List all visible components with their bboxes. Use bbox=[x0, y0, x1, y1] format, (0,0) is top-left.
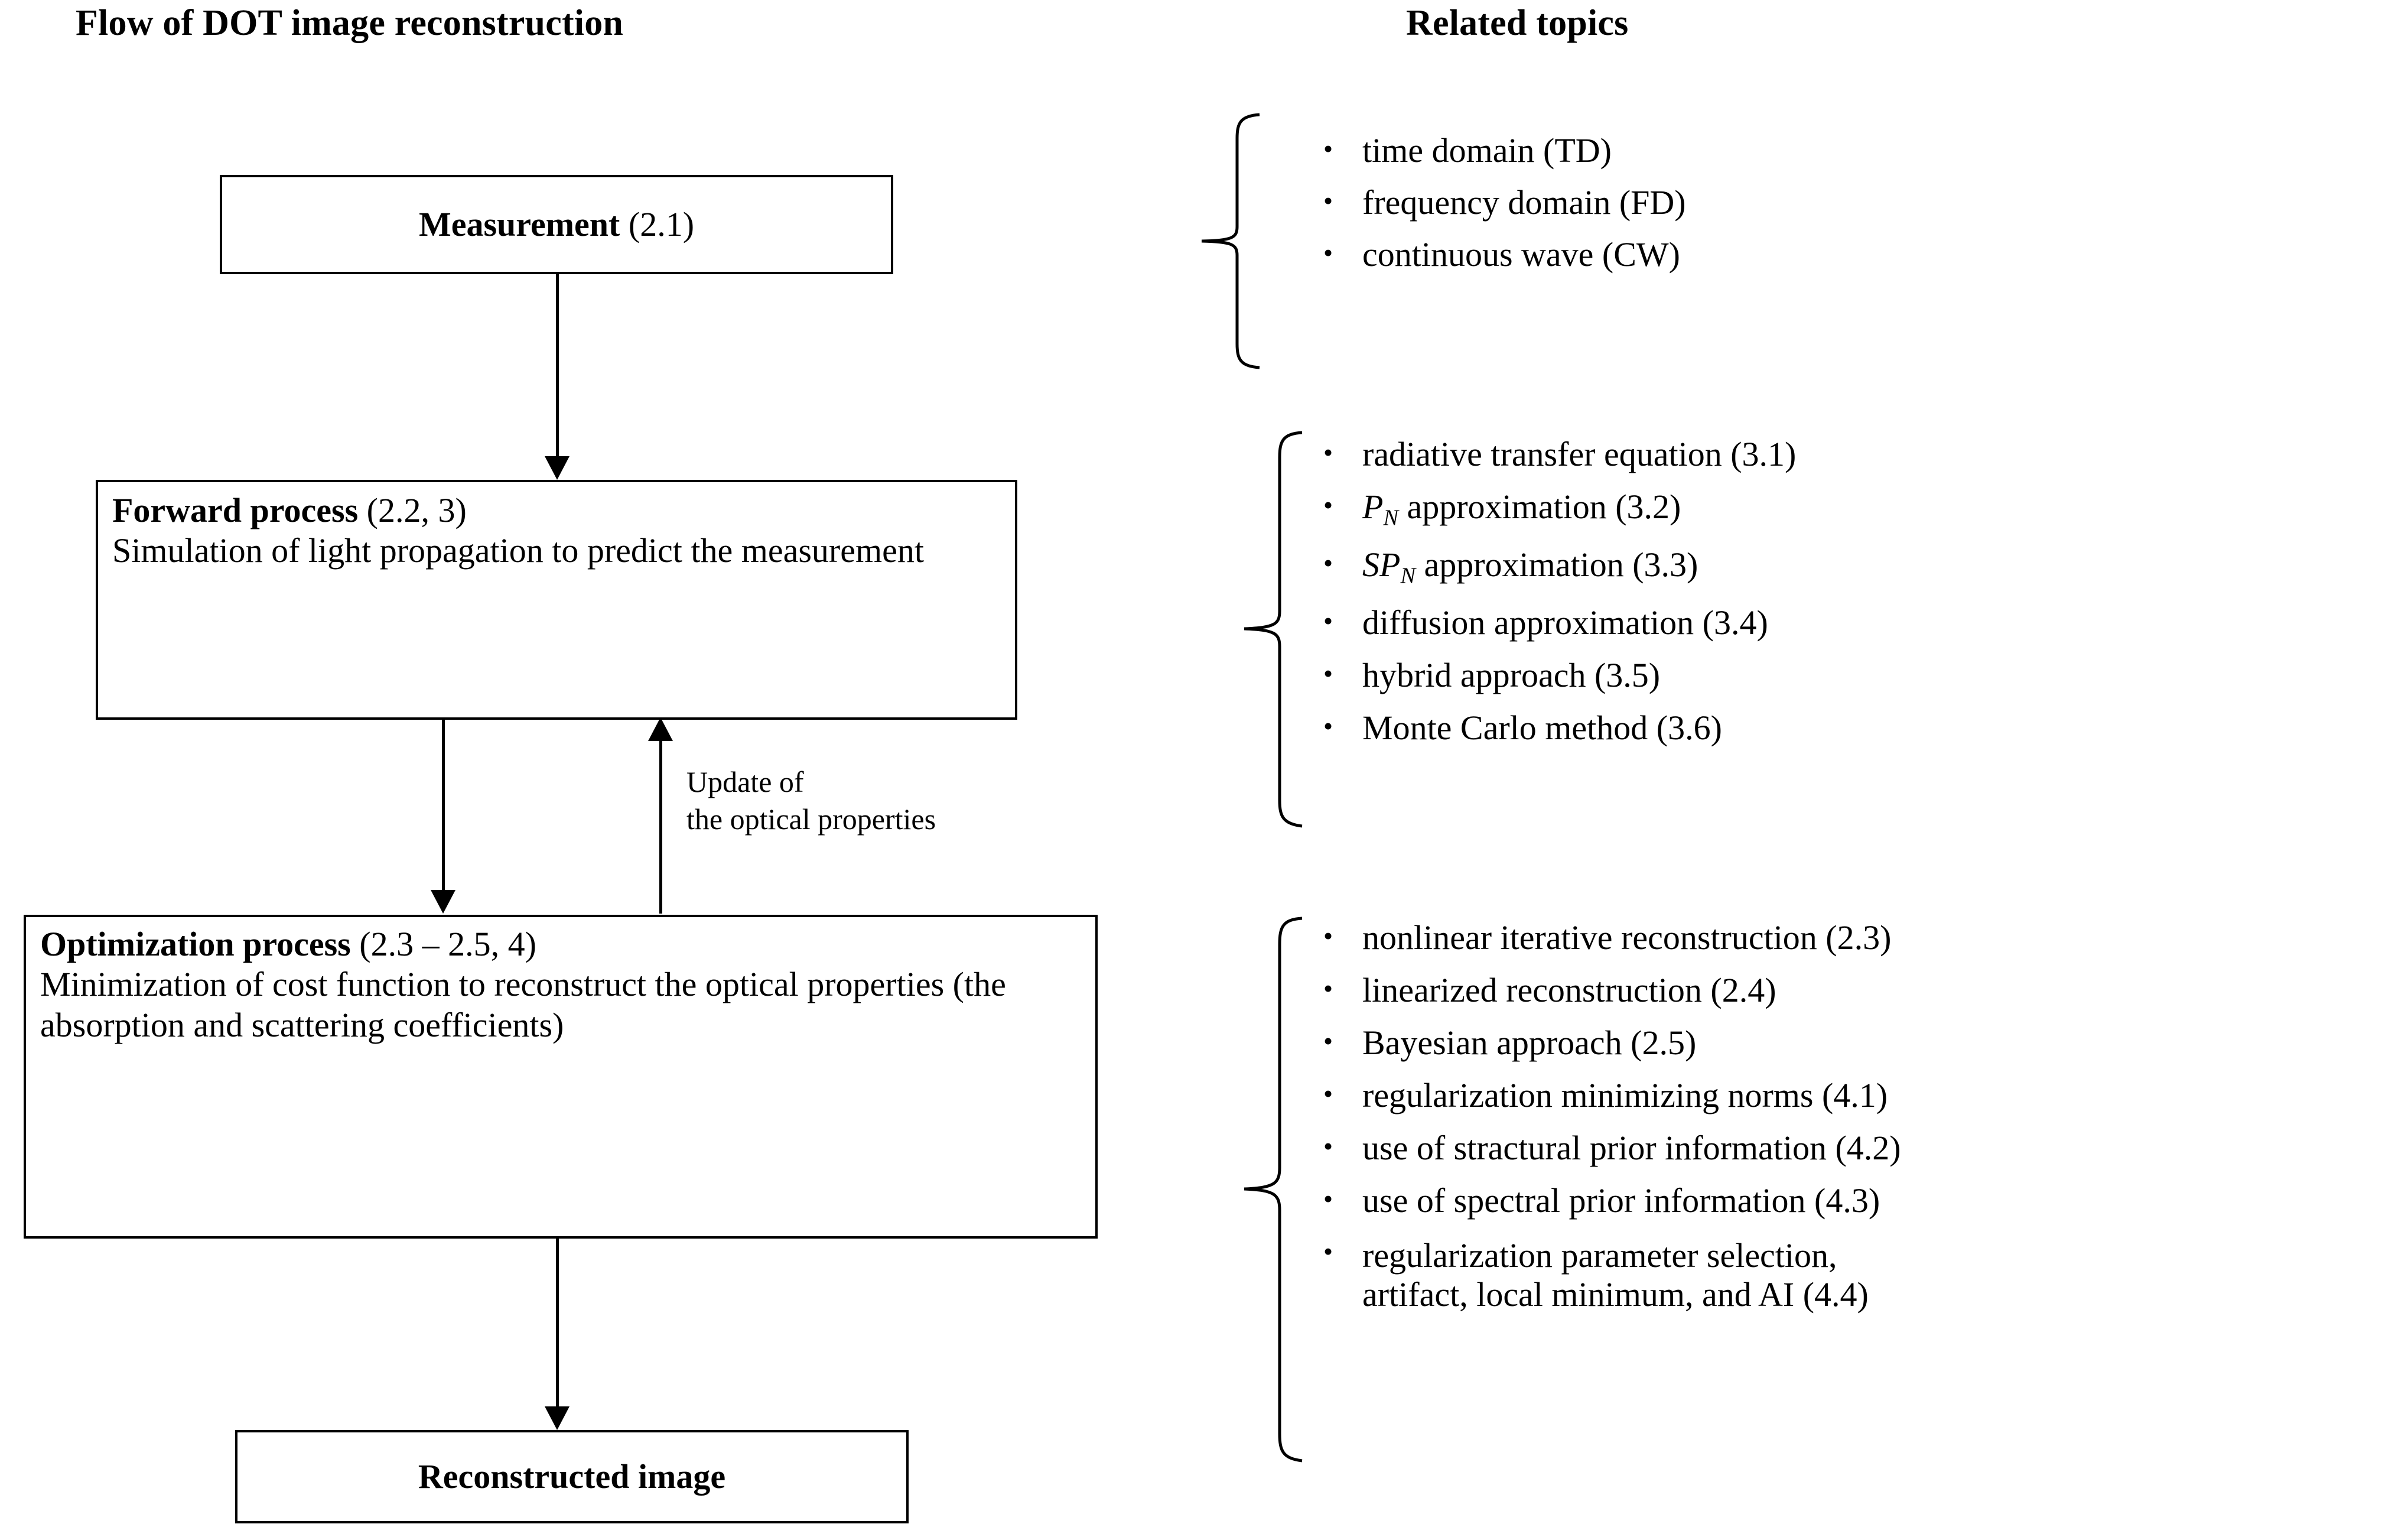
brace-optimization-topics bbox=[1244, 917, 1303, 1463]
topics-list-forward: • radiative transfer equation (3.1) • PN… bbox=[1323, 437, 2399, 745]
flow-box-optimization-process-body: Minimization of cost function to reconst… bbox=[40, 965, 1006, 1044]
list-item-label: time domain (TD) bbox=[1362, 131, 1612, 170]
feedback-label-line-1: Update of bbox=[686, 765, 804, 798]
topics-list-measurement: • time domain (TD) • frequency domain (F… bbox=[1323, 134, 2387, 272]
arrow-forward-to-optimization-line bbox=[442, 720, 445, 892]
feedback-label-line-2: the optical properties bbox=[686, 802, 936, 836]
bullet-icon: • bbox=[1323, 547, 1333, 578]
feedback-label: Update of the optical properties bbox=[686, 763, 936, 838]
flow-box-optimization-process-ref: (2.3 – 2.5, 4) bbox=[350, 925, 536, 963]
list-item-label: regularization parameter selection, arti… bbox=[1362, 1236, 1869, 1314]
arrow-measurement-to-forward-line bbox=[556, 274, 559, 459]
bullet-icon: • bbox=[1323, 437, 1333, 467]
math-symbol-p: P bbox=[1362, 488, 1384, 526]
flow-box-measurement[interactable]: Measurement (2.1) bbox=[220, 175, 893, 274]
flow-box-measurement-text: Measurement (2.1) bbox=[222, 177, 891, 272]
bullet-icon: • bbox=[1323, 1236, 1333, 1266]
topics-list-optimization: • nonlinear iterative reconstruction (2.… bbox=[1323, 921, 2408, 1314]
list-item-text: approximation (3.3) bbox=[1415, 545, 1698, 584]
list-item: • PN approximation (3.2) bbox=[1323, 490, 2399, 529]
bullet-icon: • bbox=[1323, 605, 1333, 636]
list-item: • frequency domain (FD) bbox=[1323, 186, 2387, 220]
list-item-label: use of spectral prior information (4.3) bbox=[1362, 1181, 1880, 1220]
bullet-icon: • bbox=[1323, 134, 1333, 164]
list-item: • hybrid approach (3.5) bbox=[1323, 658, 2399, 693]
list-item-label: SPN approximation (3.3) bbox=[1362, 545, 2399, 589]
list-item-text: approximation (3.2) bbox=[1398, 488, 1681, 526]
brace-measurement-topics bbox=[1201, 113, 1260, 369]
flow-box-reconstructed-image-text: Reconstructed image bbox=[237, 1432, 906, 1521]
arrow-optimization-to-forward-head bbox=[648, 717, 673, 741]
flow-box-optimization-process-text: Optimization process (2.3 – 2.5, 4) Mini… bbox=[26, 917, 1095, 1049]
flow-box-reconstructed-image[interactable]: Reconstructed image bbox=[235, 1430, 909, 1523]
list-item-label: radiative transfer equation (3.1) bbox=[1362, 435, 1797, 473]
arrow-optimization-to-forward-line bbox=[659, 740, 662, 914]
list-item: • radiative transfer equation (3.1) bbox=[1323, 437, 2399, 472]
list-item-label: continuous wave (CW) bbox=[1362, 235, 1680, 274]
math-symbol-sp: SP bbox=[1362, 545, 1401, 584]
flow-box-optimization-process[interactable]: Optimization process (2.3 – 2.5, 4) Mini… bbox=[24, 915, 1098, 1239]
list-item: • use of stractural prior information (4… bbox=[1323, 1131, 2408, 1165]
list-item-label: Bayesian approach (2.5) bbox=[1362, 1023, 1697, 1062]
list-item: • time domain (TD) bbox=[1323, 134, 2387, 168]
arrow-optimization-to-reconstructed-line bbox=[556, 1239, 559, 1409]
math-subscript-n: N bbox=[1383, 505, 1398, 531]
list-item: • linearized reconstruction (2.4) bbox=[1323, 973, 2408, 1008]
bullet-icon: • bbox=[1323, 658, 1333, 688]
arrow-measurement-to-forward-head bbox=[545, 456, 570, 480]
flow-box-forward-process[interactable]: Forward process (2.2, 3) Simulation of l… bbox=[96, 480, 1017, 720]
flow-box-forward-process-heading: Forward process bbox=[112, 491, 359, 529]
list-item-label: Monte Carlo method (3.6) bbox=[1362, 708, 1722, 747]
list-item: • regularization parameter selection, ar… bbox=[1323, 1236, 2408, 1314]
list-item-label: linearized reconstruction (2.4) bbox=[1362, 971, 1776, 1009]
flow-box-measurement-heading: Measurement bbox=[418, 204, 620, 243]
bullet-icon: • bbox=[1323, 238, 1333, 268]
list-item-label: diffusion approximation (3.4) bbox=[1362, 603, 1768, 642]
brace-forward-topics bbox=[1244, 431, 1303, 828]
bullet-icon: • bbox=[1323, 1184, 1333, 1214]
list-item-label: hybrid approach (3.5) bbox=[1362, 655, 1661, 694]
list-item: • continuous wave (CW) bbox=[1323, 238, 2387, 272]
list-item-label: PN approximation (3.2) bbox=[1362, 490, 2399, 529]
topics-column-title: Related topics bbox=[1406, 3, 1629, 43]
math-subscript-n: N bbox=[1400, 563, 1415, 589]
flow-column-title: Flow of DOT image reconstruction bbox=[76, 3, 624, 43]
flow-box-reconstructed-image-heading: Reconstructed image bbox=[418, 1457, 726, 1496]
flow-box-forward-process-body: Simulation of light propagation to predi… bbox=[112, 531, 924, 570]
list-item: • Monte Carlo method (3.6) bbox=[1323, 708, 2399, 747]
flow-box-forward-process-ref: (2.2, 3) bbox=[358, 491, 467, 529]
list-item: • Bayesian approach (2.5) bbox=[1323, 1026, 2408, 1060]
list-item-label: frequency domain (FD) bbox=[1362, 183, 1686, 222]
list-item: • use of spectral prior information (4.3… bbox=[1323, 1184, 2408, 1218]
bullet-icon: • bbox=[1323, 973, 1333, 1003]
list-item: • diffusion approximation (3.4) bbox=[1323, 603, 2399, 642]
bullet-icon: • bbox=[1323, 921, 1333, 951]
flow-box-forward-process-text: Forward process (2.2, 3) Simulation of l… bbox=[98, 482, 1015, 575]
bullet-icon: • bbox=[1323, 710, 1333, 741]
list-item-label: use of stractural prior information (4.2… bbox=[1362, 1129, 1901, 1167]
list-item: • regularization minimizing norms (4.1) bbox=[1323, 1078, 2408, 1113]
arrow-forward-to-optimization-head bbox=[431, 890, 455, 914]
bullet-icon: • bbox=[1323, 1131, 1333, 1161]
list-item: • SPN approximation (3.3) bbox=[1323, 545, 2399, 589]
list-item-label: nonlinear iterative reconstruction (2.3) bbox=[1362, 918, 1892, 957]
bullet-icon: • bbox=[1323, 490, 1333, 520]
flow-box-measurement-ref: (2.1) bbox=[620, 204, 695, 243]
bullet-icon: • bbox=[1323, 1078, 1333, 1109]
bullet-icon: • bbox=[1323, 1026, 1333, 1056]
list-item: • nonlinear iterative reconstruction (2.… bbox=[1323, 921, 2408, 955]
flow-box-optimization-process-heading: Optimization process bbox=[40, 925, 351, 963]
arrow-optimization-to-reconstructed-head bbox=[545, 1406, 570, 1430]
bullet-icon: • bbox=[1323, 186, 1333, 216]
list-item-label: regularization minimizing norms (4.1) bbox=[1362, 1076, 1888, 1114]
